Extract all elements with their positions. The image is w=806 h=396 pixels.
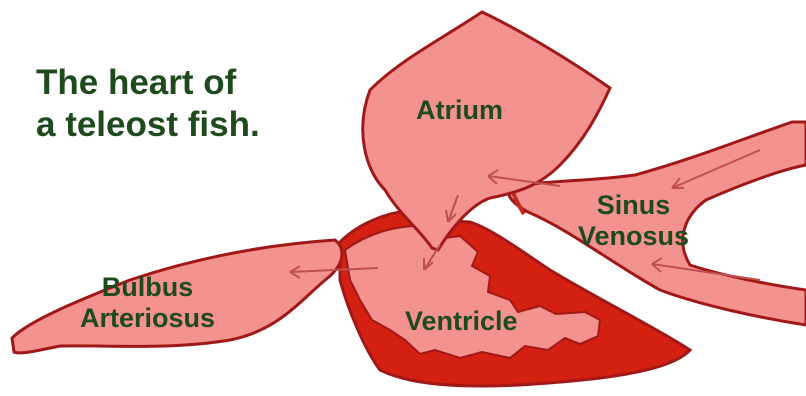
label-bulbus-arteriosus: Bulbus Arteriosus	[80, 272, 215, 334]
title-line-1: The heart of	[36, 62, 356, 104]
label-ventricle: Ventricle	[405, 306, 518, 337]
label-atrium: Atrium	[416, 95, 503, 126]
diagram-title: The heart of a teleost fish.	[36, 62, 356, 146]
label-bulbus-arteriosus-line-1: Bulbus	[80, 272, 215, 303]
title-line-2: a teleost fish.	[36, 104, 356, 146]
label-sinus-venosus-line-2: Venosus	[578, 221, 689, 252]
label-bulbus-arteriosus-line-2: Arteriosus	[80, 303, 215, 334]
label-sinus-venosus: Sinus Venosus	[578, 190, 689, 252]
label-sinus-venosus-line-1: Sinus	[578, 190, 689, 221]
